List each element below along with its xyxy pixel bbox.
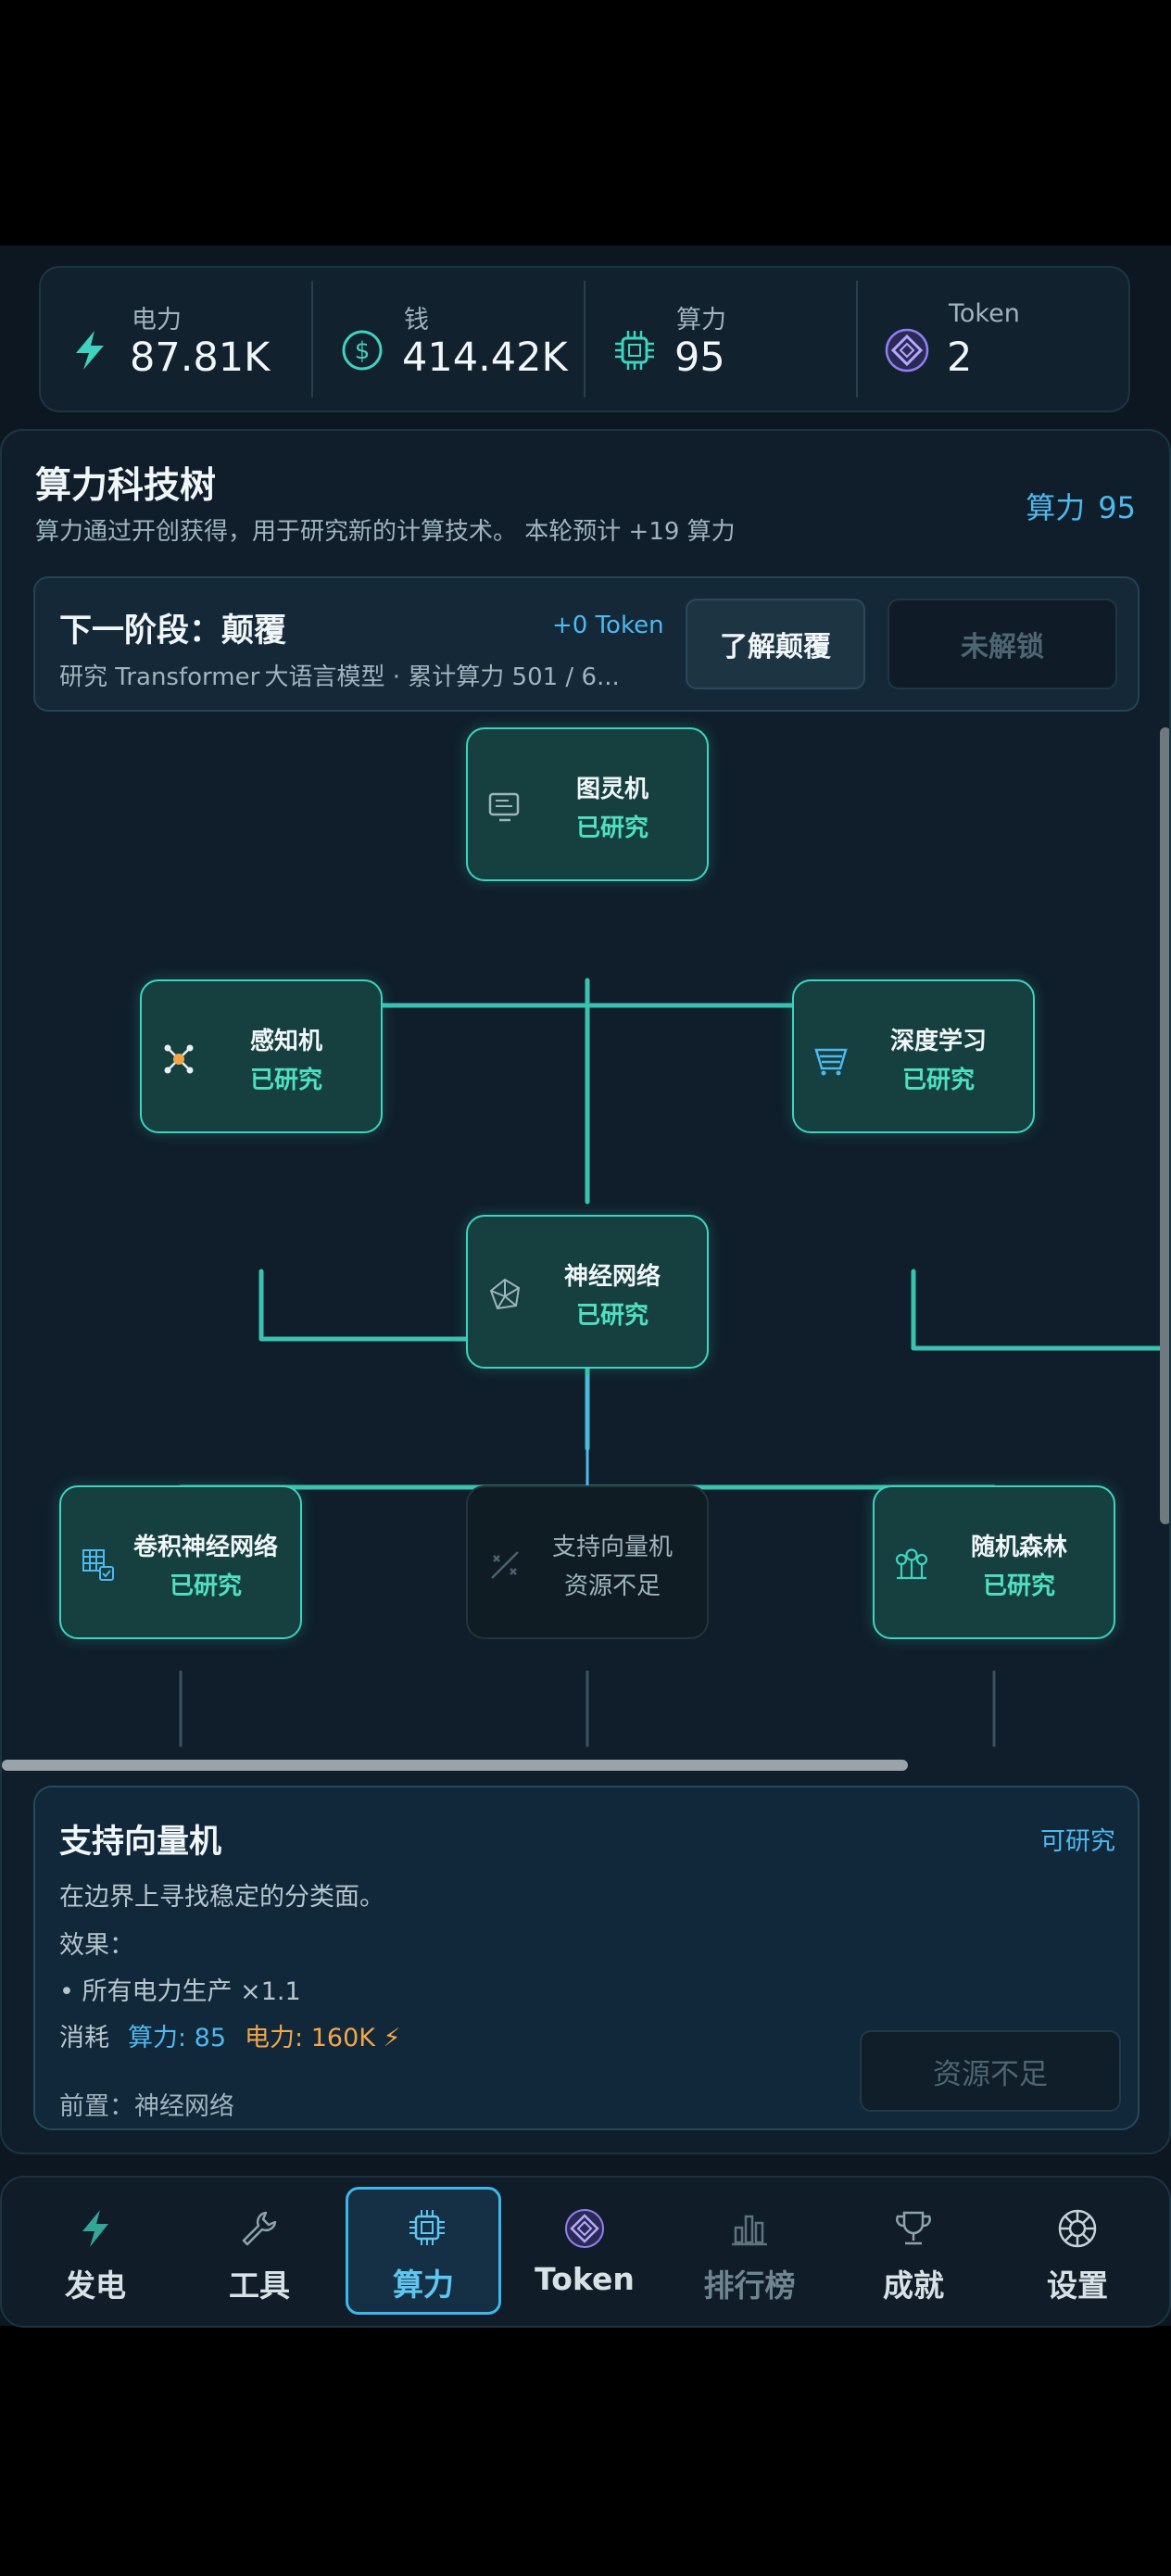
resource-power: 电力 87.81K bbox=[41, 281, 313, 398]
tech-node-turing[interactable]: 图灵机 已研究 bbox=[466, 727, 709, 881]
chip-icon bbox=[409, 2210, 445, 2245]
tech-node-status: 已研究 bbox=[575, 814, 648, 842]
learn-stage-button[interactable]: 了解颠覆 bbox=[686, 599, 865, 689]
tab-leaderboard[interactable]: 排行榜 bbox=[671, 2178, 828, 2326]
tech-tree-panel: 算力科技树 算力通过开创获得，用于研究新的计算技术。 本轮预计 +19 算力 算… bbox=[0, 429, 1171, 2154]
tech-node-random-forest[interactable]: 随机森林 已研究 bbox=[873, 1485, 1115, 1639]
resource-token: Token 2 bbox=[858, 281, 1128, 398]
tech-node-name: 深度学习 bbox=[889, 1028, 987, 1055]
svg-text:$: $ bbox=[355, 337, 371, 365]
tab-tools[interactable]: 工具 bbox=[181, 2178, 338, 2326]
resource-money: $ 钱 414.42K bbox=[313, 281, 586, 398]
next-stage-card: 下一阶段：颠覆 +0 Token 研究 Transformer 大语言模型 · … bbox=[33, 576, 1140, 712]
tech-tree[interactable]: 图灵机 已研究 感知机 已研究 深度学习 已研究 bbox=[2, 727, 1169, 1747]
vector-icon bbox=[491, 1551, 519, 1579]
prerequisite-text: 前置：神经网络 bbox=[59, 2092, 234, 2121]
layers-icon bbox=[814, 1048, 848, 1076]
page-subtitle: 算力通过开创获得，用于研究新的计算技术。 本轮预计 +19 算力 bbox=[35, 518, 736, 546]
wrench-icon bbox=[242, 2211, 277, 2246]
resource-value: 95 bbox=[674, 335, 725, 381]
grid-check-icon bbox=[82, 1549, 114, 1581]
tab-settings[interactable]: 设置 bbox=[999, 2178, 1156, 2326]
cost-compute: 算力: 85 bbox=[128, 2024, 227, 2052]
tab-label: 算力 bbox=[393, 2267, 454, 2303]
detail-description: 在边界上寻找稳定的分类面。 bbox=[59, 1883, 384, 1912]
token-icon bbox=[885, 328, 929, 373]
tech-node-status: 资源不足 bbox=[563, 1572, 661, 1600]
next-stage-title: 下一阶段：颠覆 bbox=[59, 612, 287, 650]
computer-icon bbox=[488, 792, 520, 822]
tech-node-status: 已研究 bbox=[982, 1572, 1055, 1600]
unlock-stage-button[interactable]: 未解锁 bbox=[888, 599, 1117, 689]
tab-achievements[interactable]: 成就 bbox=[835, 2178, 992, 2326]
bolt-icon bbox=[82, 2210, 108, 2247]
effect-item: • 所有电力生产 ×1.1 bbox=[59, 1977, 301, 2006]
tech-node-deep-learning[interactable]: 深度学习 已研究 bbox=[792, 979, 1035, 1133]
tech-node-name: 卷积神经网络 bbox=[132, 1534, 278, 1561]
tab-power[interactable]: 发电 bbox=[17, 2178, 174, 2326]
cost-row: 消耗算力: 85 电力: 160K ⚡ bbox=[59, 2017, 401, 2053]
detail-title: 支持向量机 bbox=[59, 1824, 222, 1861]
resource-value: 2 bbox=[947, 335, 973, 381]
page-title: 算力科技树 bbox=[35, 465, 217, 507]
tab-label: 发电 bbox=[65, 2267, 126, 2304]
tab-compute[interactable]: 算力 bbox=[346, 2187, 501, 2315]
chip-icon bbox=[615, 331, 654, 370]
bar-chart-icon bbox=[732, 2215, 767, 2246]
resource-label: 电力 bbox=[132, 306, 182, 335]
trees-icon bbox=[895, 1548, 928, 1580]
next-stage-description: 研究 Transformer 大语言模型 · 累计算力 501 / 6... bbox=[59, 663, 620, 691]
vertical-scrollbar[interactable] bbox=[1160, 727, 1169, 1524]
tab-label: 设置 bbox=[1047, 2267, 1108, 2304]
tech-detail-card: 支持向量机 可研究 在边界上寻找稳定的分类面。 效果： • 所有电力生产 ×1.… bbox=[33, 1786, 1140, 2130]
resource-compute: 算力 95 bbox=[586, 281, 858, 398]
nodes-icon bbox=[164, 1044, 194, 1074]
bottom-nav: 发电 工具 算力 Token bbox=[0, 2176, 1171, 2328]
compute-value: 95 bbox=[1098, 490, 1136, 525]
resource-value: 414.42K bbox=[402, 335, 568, 381]
bolt-icon bbox=[76, 331, 104, 370]
tech-node-name: 图灵机 bbox=[575, 776, 648, 803]
compute-summary: 算力 95 bbox=[1026, 485, 1136, 527]
compute-label: 算力 bbox=[1026, 490, 1086, 525]
research-status-badge: 可研究 bbox=[1040, 1827, 1115, 1856]
tech-node-neural-network[interactable]: 神经网络 已研究 bbox=[466, 1215, 709, 1369]
resource-value: 87.81K bbox=[130, 335, 271, 381]
tech-node-cnn[interactable]: 卷积神经网络 已研究 bbox=[59, 1485, 302, 1639]
resource-label: 钱 bbox=[404, 306, 429, 335]
token-reward: +0 Token bbox=[552, 612, 664, 639]
tech-node-name: 随机森林 bbox=[970, 1534, 1067, 1561]
resource-bar: 电力 87.81K $ 钱 414.42K 算力 95 To bbox=[39, 266, 1130, 412]
tech-node-name: 神经网络 bbox=[563, 1263, 661, 1291]
cost-power: 电力: 160K ⚡ bbox=[245, 2024, 401, 2052]
research-button[interactable]: 资源不足 bbox=[860, 2030, 1121, 2112]
tab-label: 排行榜 bbox=[703, 2267, 796, 2304]
trophy-icon bbox=[896, 2211, 931, 2245]
tech-node-status: 已研究 bbox=[575, 1302, 648, 1330]
horizontal-scrollbar[interactable] bbox=[2, 1760, 908, 1771]
network-icon bbox=[489, 1278, 521, 1310]
tech-node-name: 感知机 bbox=[249, 1028, 322, 1055]
tab-label: 成就 bbox=[883, 2267, 944, 2304]
gear-icon bbox=[1058, 2209, 1097, 2248]
tech-node-status: 已研究 bbox=[169, 1572, 242, 1600]
tab-token[interactable]: Token bbox=[506, 2178, 663, 2326]
tech-node-name: 支持向量机 bbox=[551, 1534, 673, 1561]
effects-label: 效果： bbox=[59, 1931, 134, 1960]
tab-label: 工具 bbox=[229, 2267, 290, 2304]
token-icon bbox=[565, 2209, 604, 2248]
tech-node-status: 已研究 bbox=[901, 1067, 975, 1094]
tech-node-svm[interactable]: 支持向量机 资源不足 bbox=[466, 1485, 709, 1639]
cost-label: 消耗 bbox=[59, 2024, 109, 2052]
dollar-icon: $ bbox=[342, 330, 383, 371]
resource-label: Token bbox=[949, 299, 1020, 328]
tech-node-status: 已研究 bbox=[249, 1067, 322, 1094]
tech-node-perceptron[interactable]: 感知机 已研究 bbox=[140, 979, 383, 1133]
resource-label: 算力 bbox=[676, 306, 726, 335]
tab-label: Token bbox=[535, 2261, 635, 2297]
